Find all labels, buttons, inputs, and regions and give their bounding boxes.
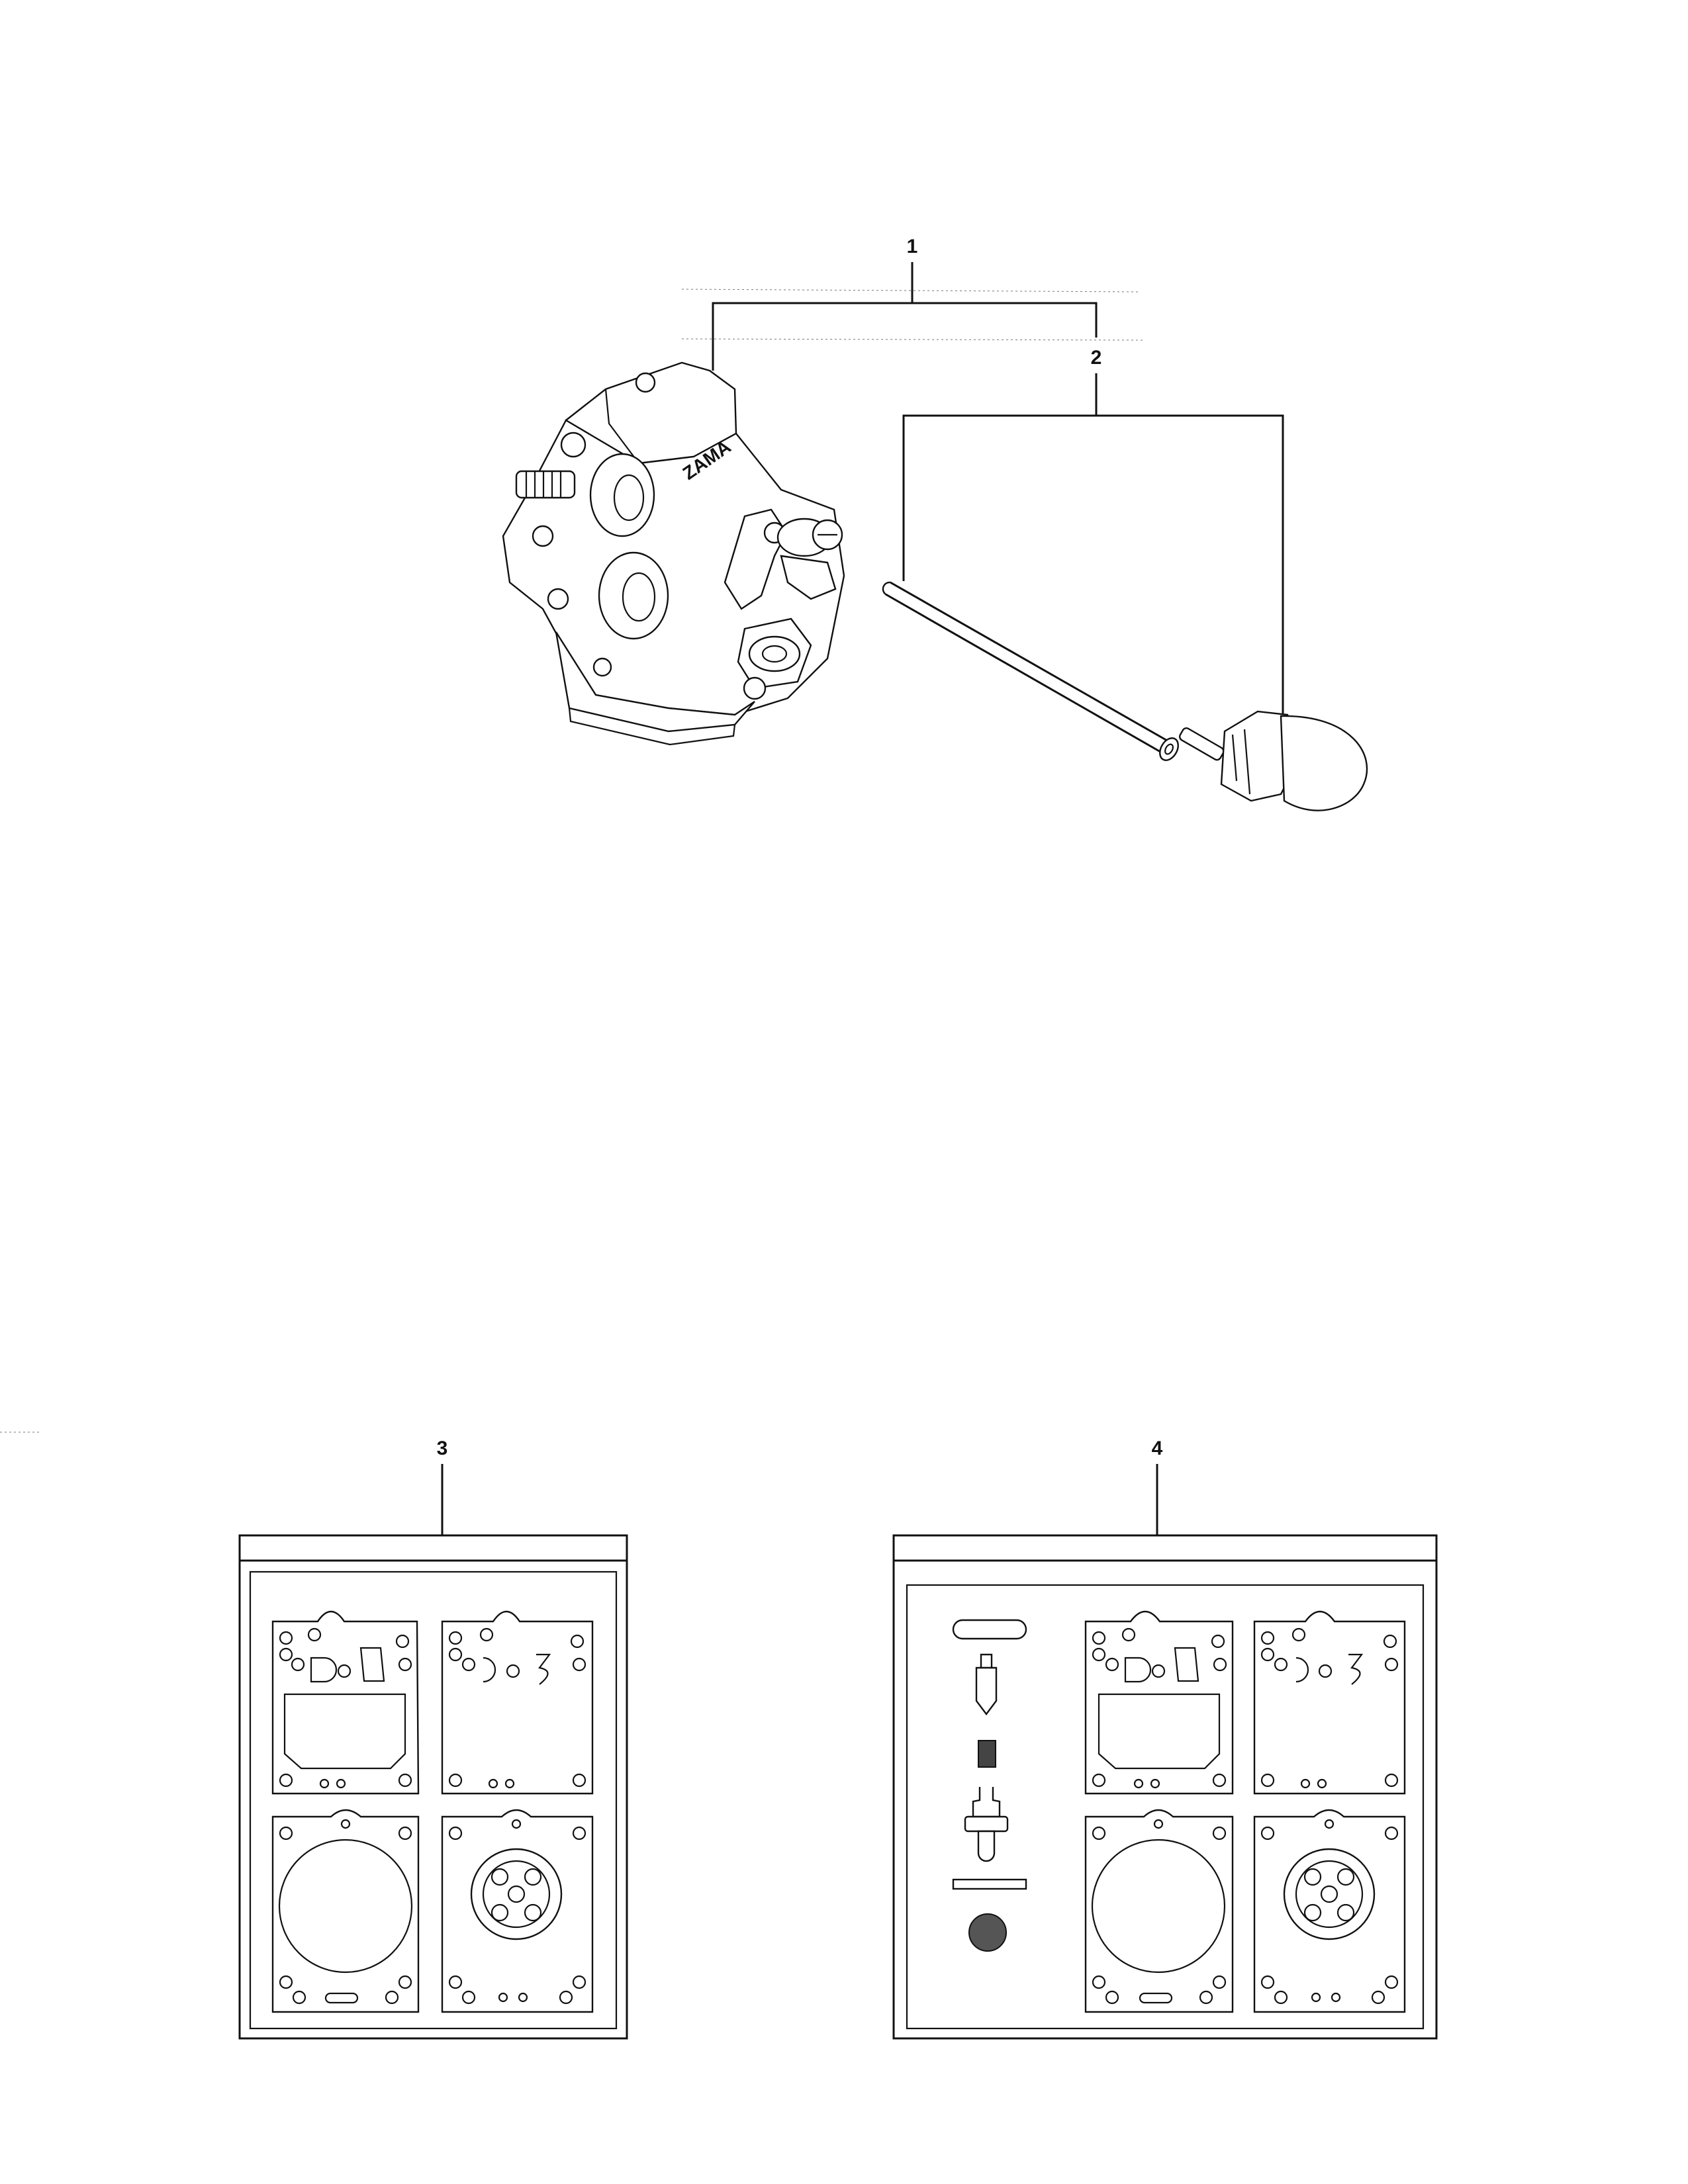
metering-diaphragm [271,1809,420,2013]
scan-artifacts [0,289,1146,1433]
small-parts-column [952,1619,1027,1952]
callout-4: 4 [1152,1437,1163,1535]
callout-2: 2 [902,347,1284,713]
shaft-seal [952,1878,1027,1890]
primer-bulb-assembly [882,581,1368,811]
repair-kit-package [892,1534,1438,2040]
gasket-kit-package [238,1534,628,2040]
kit-metering-gasket [1084,1610,1234,1795]
filter-screen [968,1913,1007,1952]
carburetor-illustration: ZAMA [502,361,845,746]
adjusting-screw [515,470,576,499]
kit-pump-gasket [1253,1610,1406,1795]
kit-pump-diaphragm [1253,1809,1406,2013]
callout-2-label: 2 [1091,347,1102,369]
kit-metering-diaphragm [1084,1809,1234,2013]
pump-diaphragm [441,1809,594,2013]
callout-4-label: 4 [1152,1437,1163,1459]
callout-1: 1 [712,236,1098,371]
metering-gasket [271,1610,420,1795]
gasket-strip [952,1619,1027,1640]
needle-lever [964,1787,1009,1862]
inlet-needle [975,1653,998,1715]
callout-3-label: 3 [437,1437,448,1459]
callout-1-label: 1 [907,236,918,257]
spring [978,1740,996,1768]
callout-3: 3 [437,1437,448,1535]
pump-gasket [441,1610,594,1795]
